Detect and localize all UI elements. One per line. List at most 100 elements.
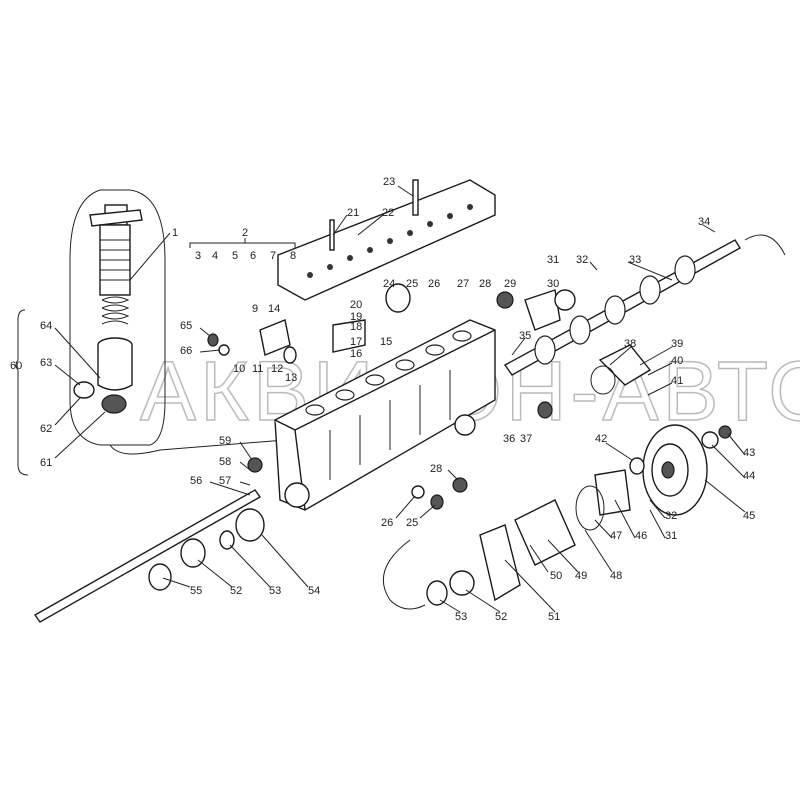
ring-38 bbox=[590, 365, 616, 395]
callout-label-57: 57 bbox=[219, 475, 231, 487]
callout-label-26a: 26 bbox=[428, 278, 440, 290]
callout-label-35: 35 bbox=[519, 330, 531, 342]
callout-label-37: 37 bbox=[520, 433, 532, 445]
control-rack bbox=[33, 489, 262, 623]
screw-65 bbox=[207, 333, 219, 347]
callout-label-42: 42 bbox=[595, 433, 607, 445]
callout-label-59: 59 bbox=[219, 435, 231, 447]
part-30 bbox=[554, 289, 576, 311]
callout-label-66: 66 bbox=[180, 345, 192, 357]
bolt-21 bbox=[329, 219, 335, 251]
leader-curve bbox=[109, 439, 286, 455]
callout-label-29: 29 bbox=[504, 278, 516, 290]
bracket-39 bbox=[598, 344, 652, 386]
callout-label-9: 9 bbox=[252, 303, 258, 315]
plunger-pair bbox=[89, 204, 143, 325]
plunger-group-outline bbox=[69, 189, 166, 446]
ring-53b bbox=[219, 530, 235, 550]
callout-label-32b: 32 bbox=[665, 510, 677, 522]
callout-label-31a: 31 bbox=[547, 254, 559, 266]
callout-label-33: 33 bbox=[629, 254, 641, 266]
callout-label-11: 11 bbox=[252, 363, 263, 375]
callout-label-54: 54 bbox=[308, 585, 320, 597]
callout-label-3: 3 bbox=[195, 250, 201, 262]
drive-gear bbox=[642, 424, 708, 516]
bearing-52b bbox=[180, 538, 206, 568]
callout-label-2: 2 bbox=[242, 227, 248, 239]
callout-label-17: 17 bbox=[350, 336, 362, 348]
callout-label-58: 58 bbox=[219, 456, 231, 468]
callout-label-25b: 25 bbox=[406, 517, 418, 529]
callout-label-52a: 52 bbox=[495, 611, 507, 623]
callout-label-26b: 26 bbox=[381, 517, 393, 529]
nut-43 bbox=[718, 425, 732, 439]
callout-label-25a: 25 bbox=[406, 278, 418, 290]
callout-label-19: 19 bbox=[350, 311, 362, 323]
group-60-brace bbox=[15, 309, 29, 476]
callout-label-64: 64 bbox=[40, 320, 52, 332]
callout-label-63: 63 bbox=[40, 357, 52, 369]
callout-label-61: 61 bbox=[40, 457, 52, 469]
callout-label-56: 56 bbox=[190, 475, 202, 487]
nut-59 bbox=[247, 457, 263, 473]
plug-28b bbox=[452, 477, 468, 493]
fitting-24 bbox=[385, 283, 411, 313]
callout-label-6: 6 bbox=[250, 250, 256, 262]
callout-label-28b: 28 bbox=[430, 463, 442, 475]
callout-label-13: 13 bbox=[285, 372, 297, 384]
callout-label-48: 48 bbox=[610, 570, 622, 582]
callout-label-1: 1 bbox=[172, 227, 178, 239]
callout-label-5: 5 bbox=[232, 250, 238, 262]
cover-plate bbox=[277, 179, 496, 301]
callout-label-53a: 53 bbox=[455, 611, 467, 623]
callout-label-47: 47 bbox=[610, 530, 622, 542]
callout-label-30: 30 bbox=[547, 278, 559, 290]
pump-housing bbox=[274, 319, 496, 511]
callout-label-44: 44 bbox=[743, 470, 755, 482]
callout-label-12: 12 bbox=[271, 363, 283, 375]
callout-label-32a: 32 bbox=[576, 254, 588, 266]
callout-label-45: 45 bbox=[743, 510, 755, 522]
callout-label-23: 23 bbox=[383, 176, 395, 188]
callout-label-15: 15 bbox=[380, 336, 392, 348]
group-2-bracket bbox=[189, 238, 296, 248]
callout-label-24: 24 bbox=[383, 278, 395, 290]
valve-holder-17 bbox=[332, 319, 366, 353]
plate-51 bbox=[479, 524, 521, 602]
callout-label-52b: 52 bbox=[230, 585, 242, 597]
callout-label-55: 55 bbox=[190, 585, 202, 597]
callout-label-31b: 31 bbox=[665, 530, 677, 542]
seal-ring-47 bbox=[575, 485, 605, 531]
callout-label-62: 62 bbox=[40, 423, 52, 435]
ring-55 bbox=[148, 563, 172, 591]
callout-label-65: 65 bbox=[180, 320, 192, 332]
callout-label-16: 16 bbox=[350, 348, 362, 360]
washer-66 bbox=[218, 344, 230, 356]
arrow-curve-right bbox=[744, 234, 786, 256]
washer-26b bbox=[411, 485, 425, 499]
callout-label-27: 27 bbox=[457, 278, 469, 290]
callout-label-22: 22 bbox=[382, 207, 394, 219]
flange-29 bbox=[524, 289, 561, 331]
callout-label-41: 41 bbox=[671, 375, 683, 387]
camshaft bbox=[503, 239, 741, 376]
callout-label-14: 14 bbox=[268, 303, 280, 315]
block-9 bbox=[259, 319, 291, 356]
callout-label-28a: 28 bbox=[479, 278, 491, 290]
washer-44 bbox=[701, 431, 719, 449]
callout-label-34: 34 bbox=[698, 216, 710, 228]
callout-label-10: 10 bbox=[233, 363, 245, 375]
arrow-curve-bottom bbox=[382, 539, 426, 610]
bearing-42 bbox=[629, 457, 645, 475]
callout-label-60: 60 bbox=[10, 360, 22, 372]
callout-label-39: 39 bbox=[671, 338, 683, 350]
callout-label-43: 43 bbox=[743, 447, 755, 459]
callout-label-53b: 53 bbox=[269, 585, 281, 597]
callout-label-40: 40 bbox=[671, 355, 683, 367]
callout-label-51: 51 bbox=[548, 611, 560, 623]
callout-label-4: 4 bbox=[212, 250, 218, 262]
callout-label-21: 21 bbox=[347, 207, 359, 219]
